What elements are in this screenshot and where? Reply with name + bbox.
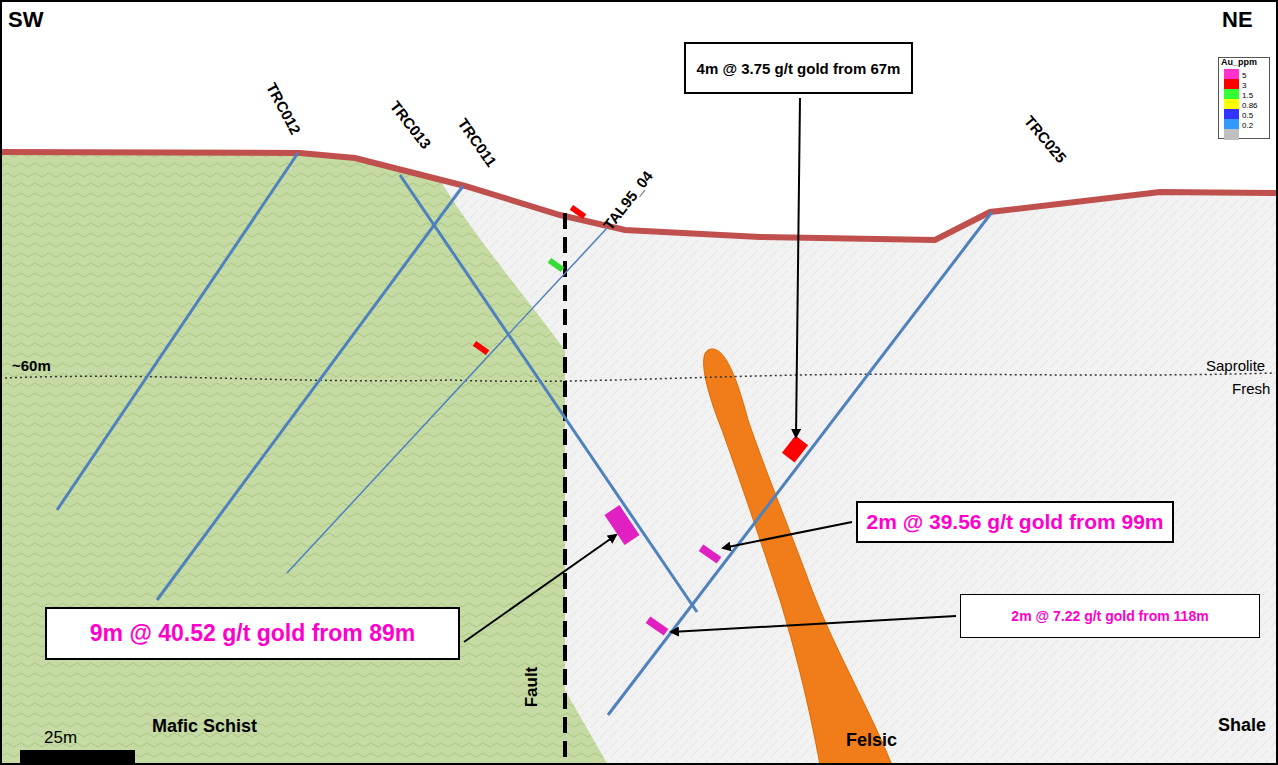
unit-label: Shale xyxy=(1218,716,1266,736)
drillhole-name: TRC025 xyxy=(1021,113,1070,166)
assay-result: 9m @ 40.52 g/t gold from 89m xyxy=(90,620,415,647)
legend-text: 5 xyxy=(1242,72,1246,80)
scale-bar xyxy=(20,750,135,763)
callout-box: 4m @ 3.75 g/t gold from 67m xyxy=(684,42,913,94)
unit-label: Mafic Schist xyxy=(152,717,257,737)
legend-text: 3 xyxy=(1242,82,1246,90)
callout-box: 2m @ 39.56 g/t gold from 99m xyxy=(856,501,1174,543)
legend-text: 0.86 xyxy=(1242,102,1258,110)
callout-box: 9m @ 40.52 g/t gold from 89m xyxy=(45,607,460,660)
callout-box: 2m @ 7.22 g/t gold from 118m xyxy=(960,594,1260,638)
legend-box: 5 3 1.5 0.86 0.5 0.2 xyxy=(1218,57,1270,139)
weathering-boundary xyxy=(5,373,1275,381)
drillhole-name: TRC011 xyxy=(454,116,499,171)
depth-label: ~60m xyxy=(12,358,51,375)
leader-lines xyxy=(464,98,956,642)
structure-label: Fault xyxy=(523,667,542,708)
mafic-schist-unit xyxy=(0,152,608,765)
drillhole-name: TAL95_04 xyxy=(600,168,656,233)
legend-text: 1.5 xyxy=(1242,92,1253,100)
drillhole-name: TRC013 xyxy=(386,98,433,152)
assay-result: 4m @ 3.75 g/t gold from 67m xyxy=(697,60,901,77)
legend-swatch-base xyxy=(1224,129,1239,140)
felsic-intrusion xyxy=(704,349,892,765)
assay-result: 2m @ 39.56 g/t gold from 99m xyxy=(866,510,1163,534)
weathering-label: Saprolite xyxy=(1206,358,1265,375)
fault-line xyxy=(563,213,567,765)
assay-result: 2m @ 7.22 g/t gold from 118m xyxy=(1011,608,1208,624)
legend-text: 0.5 xyxy=(1242,112,1253,120)
topography-line xyxy=(0,152,1278,240)
unit-label: Felsic xyxy=(846,731,897,751)
legend-title: Au_ppm xyxy=(1221,58,1257,68)
direction-label: NE xyxy=(1222,8,1253,32)
scale-label: 25m xyxy=(44,729,77,748)
drill-holes xyxy=(57,153,992,715)
drillhole-name: TRC012 xyxy=(263,80,304,137)
direction-label: SW xyxy=(8,8,43,32)
shale-unit xyxy=(0,152,1278,765)
assay-intercepts xyxy=(473,205,808,636)
legend-text: 0.2 xyxy=(1242,122,1253,130)
weathering-label: Fresh xyxy=(1232,381,1270,398)
